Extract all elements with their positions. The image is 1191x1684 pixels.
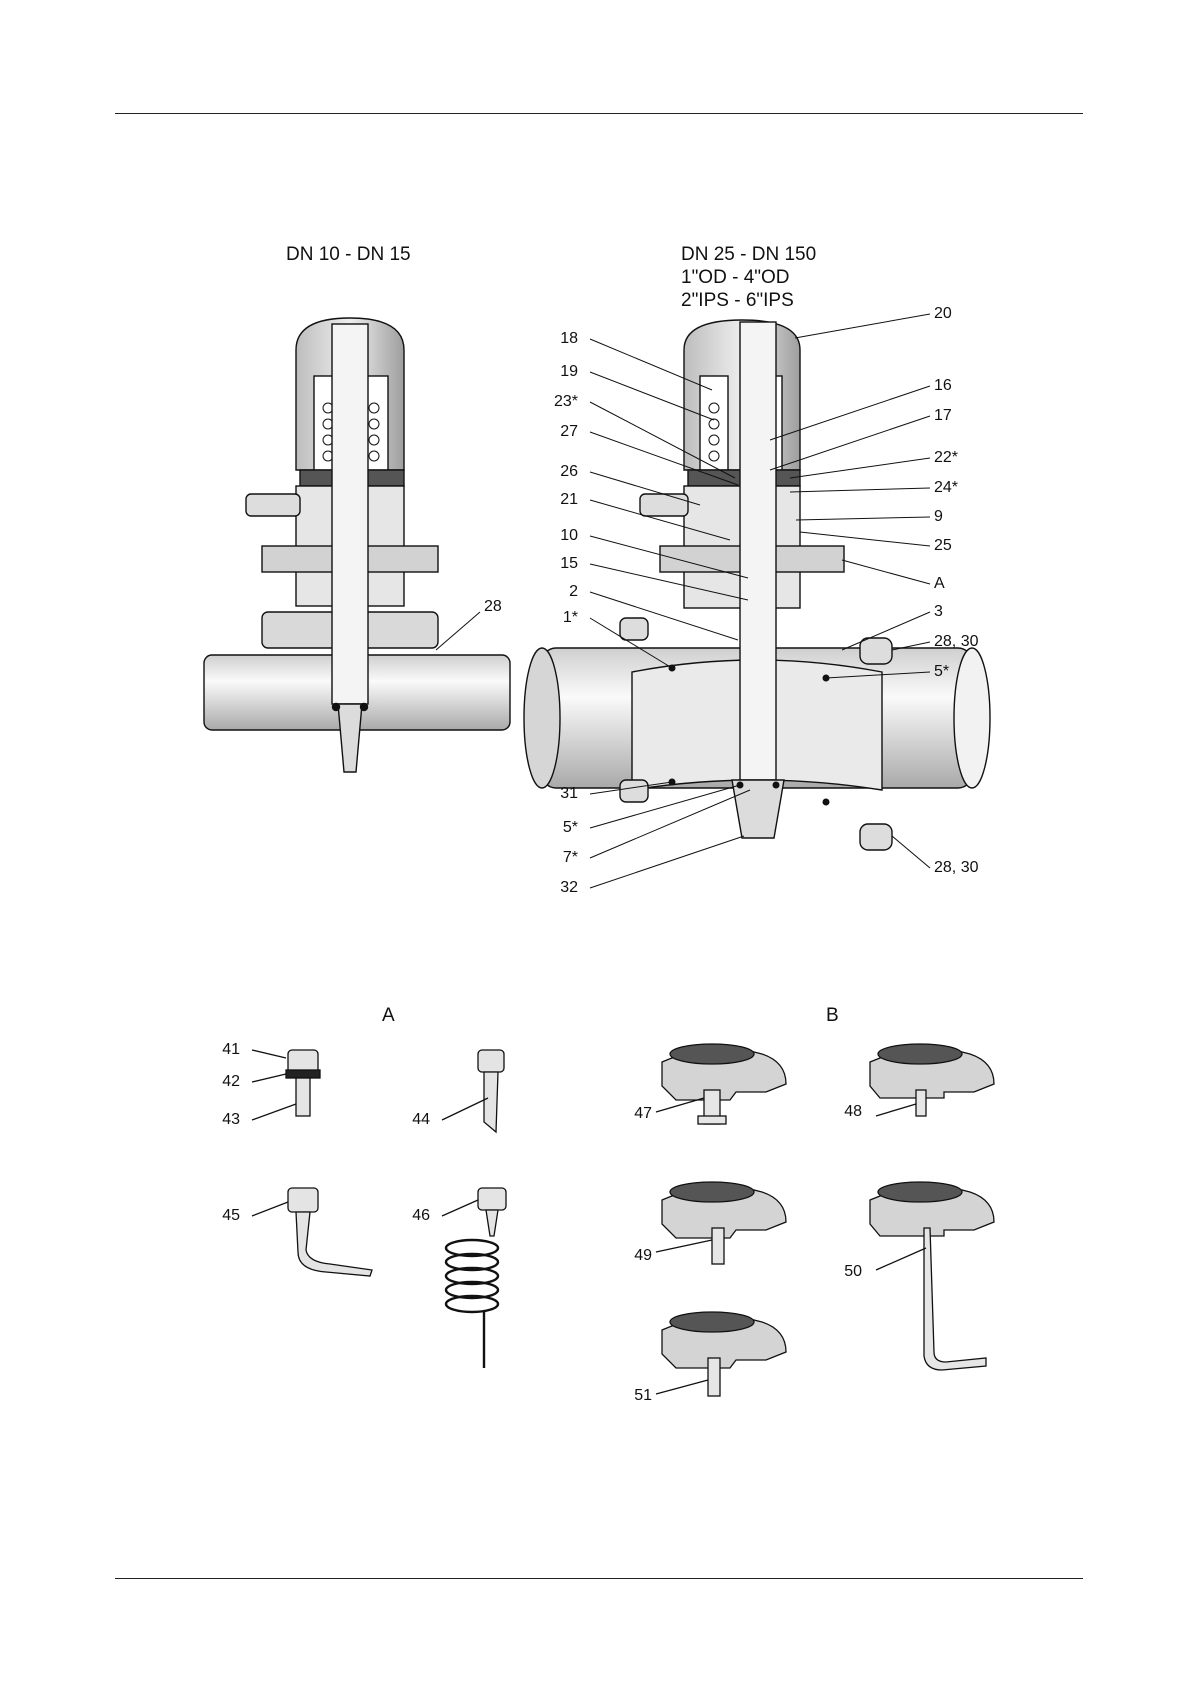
- small-valve: [204, 318, 510, 772]
- heading-detail-b: B: [826, 1004, 839, 1027]
- callout-16: 16: [934, 377, 952, 395]
- diaphragm-49: [656, 1182, 786, 1264]
- callout-5-upper: 5*: [934, 663, 949, 681]
- diaphragm-48: [870, 1044, 994, 1116]
- detail-b: [656, 1044, 994, 1396]
- callout-3: 3: [934, 603, 943, 621]
- small-connector: [246, 494, 300, 516]
- fitting-45: [252, 1188, 372, 1276]
- callout-22: 22*: [934, 449, 958, 467]
- fitting-44: [442, 1050, 504, 1132]
- callout-small-28: 28: [484, 598, 502, 616]
- callout-49: 49: [612, 1247, 652, 1265]
- callout-18: 18: [538, 330, 578, 348]
- callout-42: 42: [200, 1073, 240, 1091]
- callout-28-30-lower: 28, 30: [934, 859, 978, 877]
- callout-45: 45: [200, 1207, 240, 1225]
- callout-27: 27: [538, 423, 578, 441]
- callout-25: 25: [934, 537, 952, 555]
- heading-large-valve-line-3: 2"IPS - 6"IPS: [681, 289, 794, 312]
- callout-15: 15: [538, 555, 578, 573]
- callout-7: 7*: [538, 849, 578, 867]
- callout-19: 19: [538, 363, 578, 381]
- callout-28-30-upper: 28, 30: [934, 633, 978, 651]
- callout-31: 31: [538, 785, 578, 803]
- callout-46: 46: [390, 1207, 430, 1225]
- callout-48: 48: [822, 1103, 862, 1121]
- callout-50: 50: [822, 1263, 862, 1281]
- diaphragm-50: [870, 1182, 994, 1370]
- callout-23: 23*: [538, 393, 578, 411]
- callout-43: 43: [200, 1111, 240, 1129]
- callout-17: 17: [934, 407, 952, 425]
- callout-1: 1*: [538, 609, 578, 627]
- callout-20: 20: [934, 305, 952, 323]
- callout-26: 26: [538, 463, 578, 481]
- callout-47: 47: [612, 1105, 652, 1123]
- callout-a: A: [934, 575, 945, 593]
- callout-32: 32: [538, 879, 578, 897]
- callout-24: 24*: [934, 479, 958, 497]
- large-valve: [524, 320, 990, 850]
- callout-10: 10: [538, 527, 578, 545]
- heading-large-valve-line-2: 1"OD - 4"OD: [681, 266, 790, 289]
- diaphragm-51: [656, 1312, 786, 1396]
- heading-small-valve: DN 10 - DN 15: [286, 243, 411, 266]
- fitting-41-43: [252, 1050, 320, 1120]
- detail-a: [252, 1050, 506, 1368]
- callout-51: 51: [612, 1387, 652, 1405]
- callout-2: 2: [538, 583, 578, 601]
- large-stem: [740, 322, 776, 780]
- callout-5-lower: 5*: [538, 819, 578, 837]
- diaphragm-47: [656, 1044, 786, 1124]
- heading-detail-a: A: [382, 1004, 395, 1027]
- small-stem: [332, 324, 368, 704]
- callout-44: 44: [390, 1111, 430, 1129]
- fitting-46: [442, 1188, 506, 1368]
- callout-9: 9: [934, 508, 943, 526]
- heading-large-valve-line-1: DN 25 - DN 150: [681, 243, 816, 266]
- callout-21: 21: [538, 491, 578, 509]
- callout-41: 41: [200, 1041, 240, 1059]
